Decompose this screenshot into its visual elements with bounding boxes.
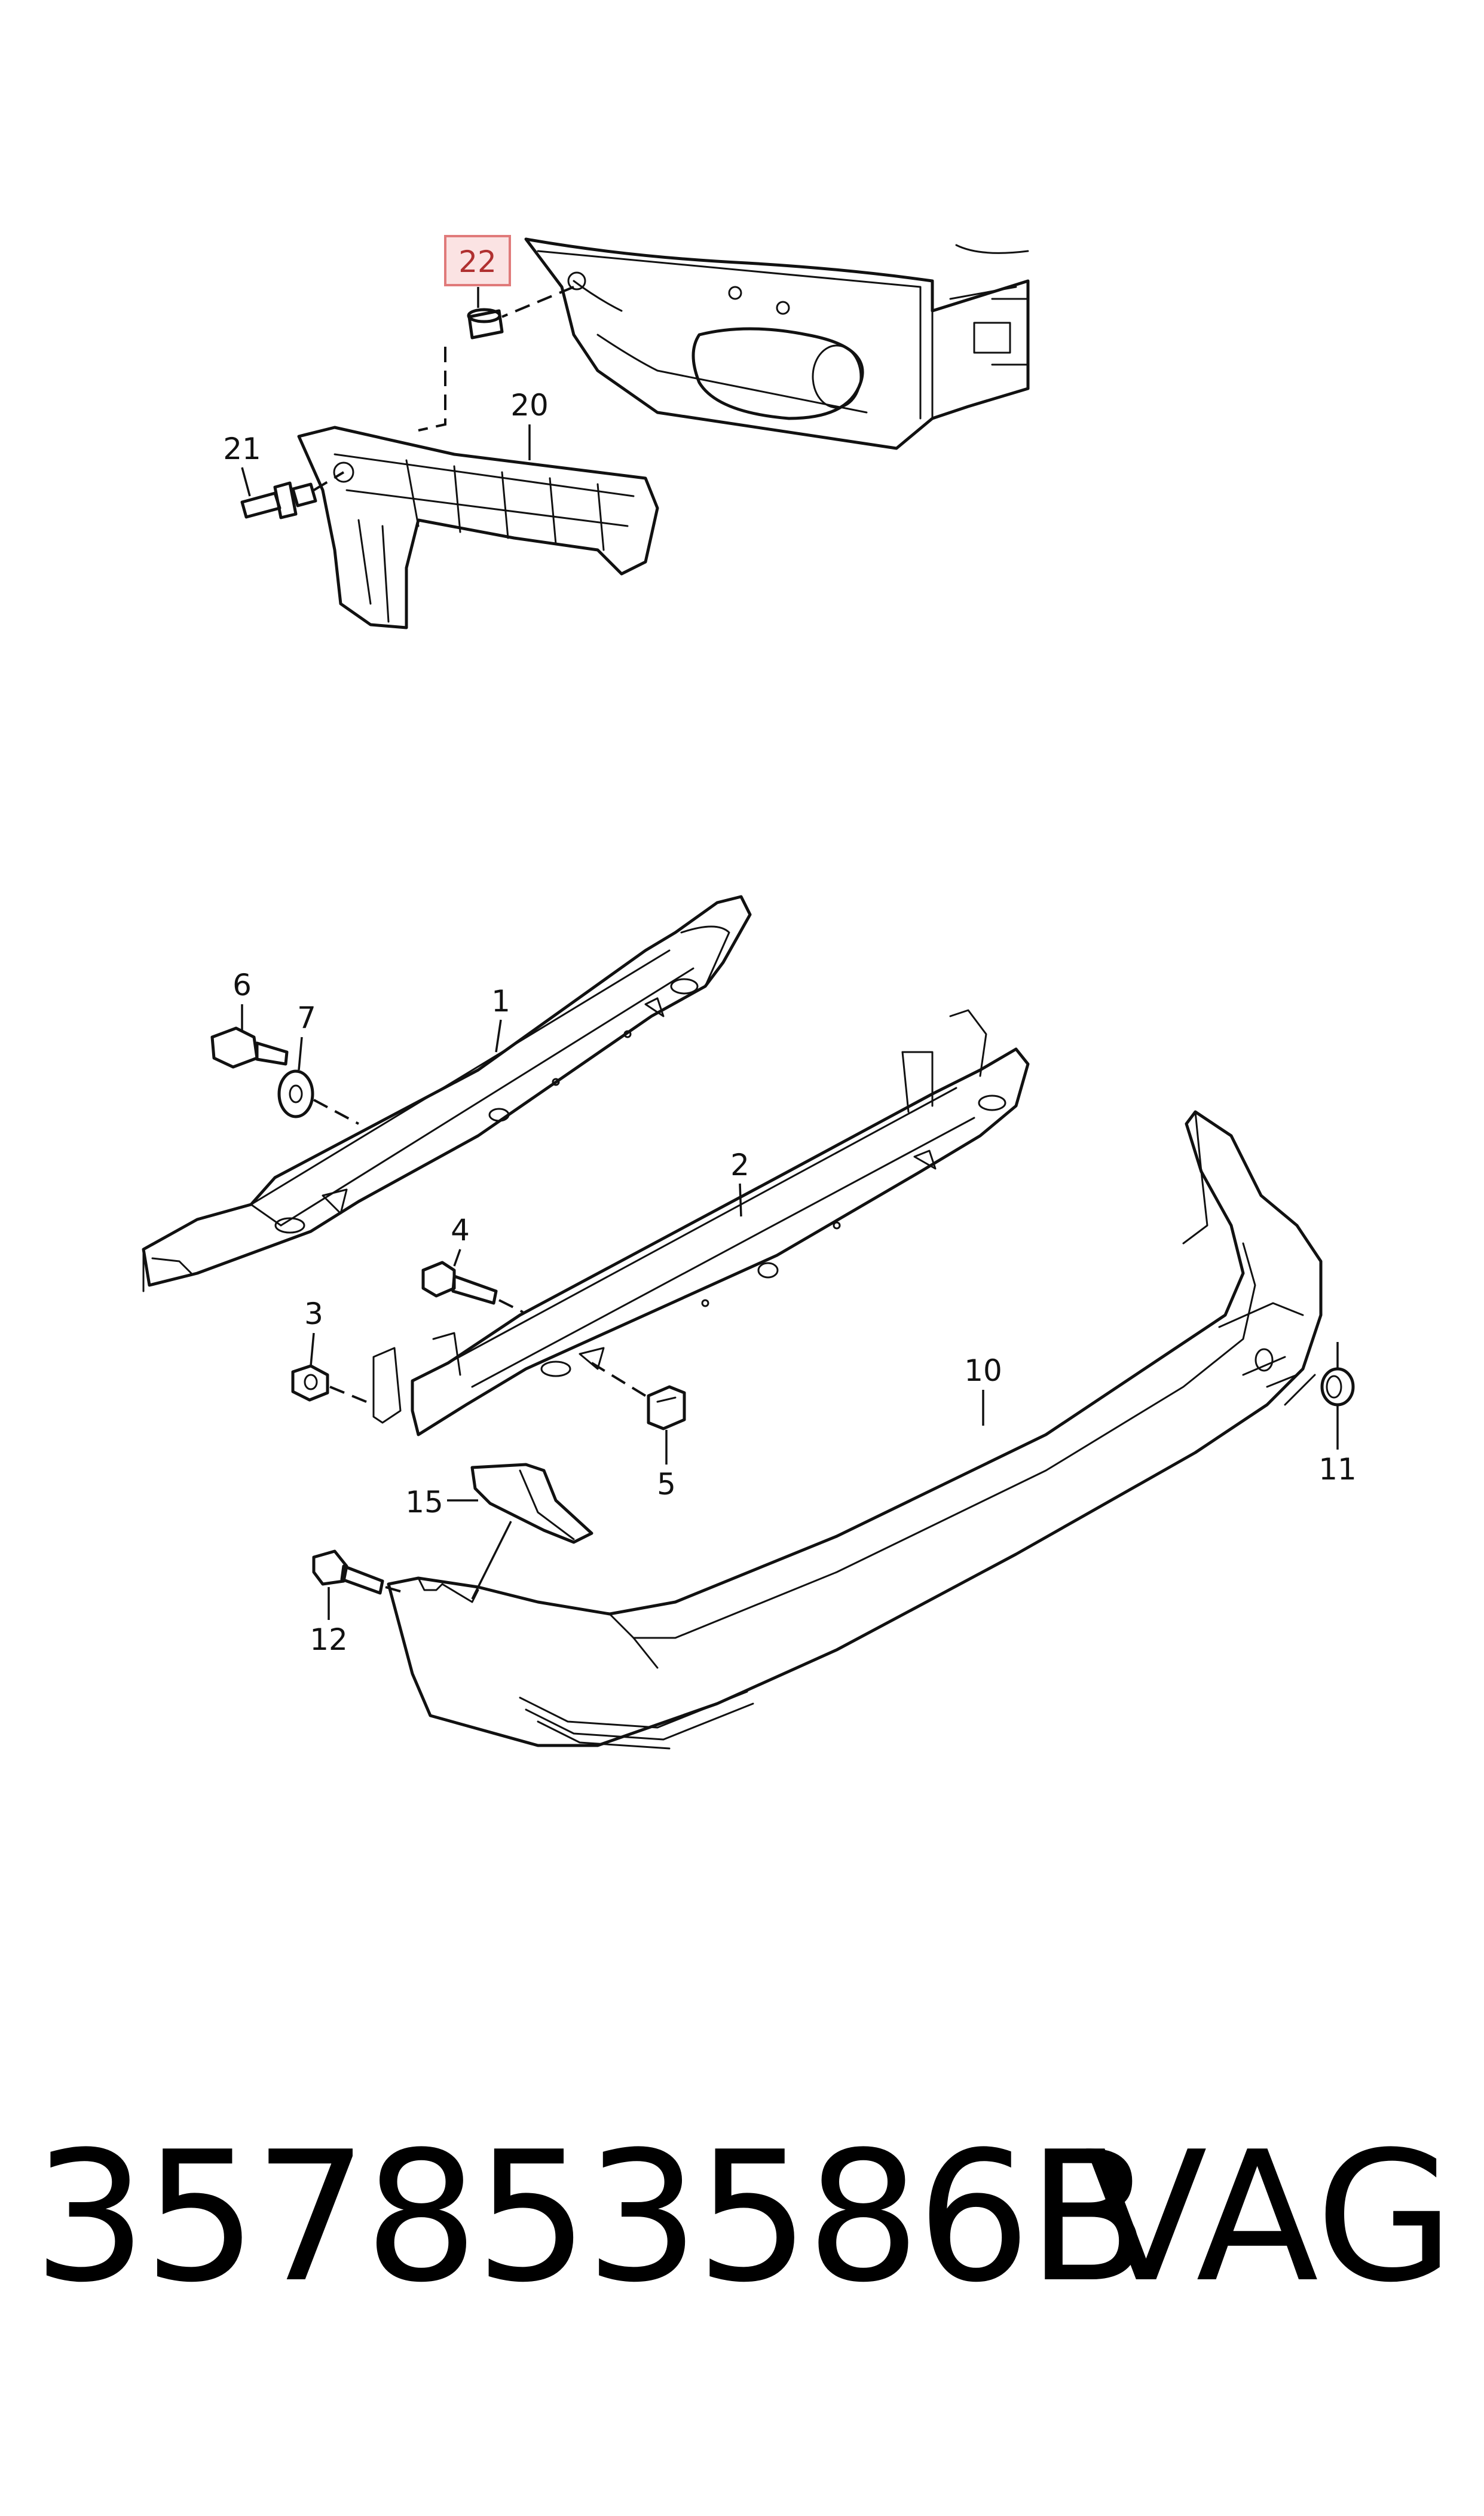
- assembly-line-3: [329, 1386, 374, 1406]
- callout-label-12: 12: [310, 1622, 348, 1657]
- leader-7: [298, 1037, 303, 1071]
- screw-12: [312, 1549, 384, 1595]
- clip-5: [647, 1385, 686, 1430]
- callout-label-22: 22: [458, 244, 497, 279]
- push-rivet-21: [240, 481, 317, 519]
- bumper-reinforcement-2: [372, 1009, 1030, 1436]
- part-number: 357853586B: [33, 2113, 1151, 2322]
- callout-label-10: 10: [964, 1353, 1002, 1388]
- callout-label-21: 21: [223, 432, 261, 466]
- clip-22: [467, 308, 504, 340]
- leader-3: [310, 1332, 315, 1366]
- washer-7: [277, 1069, 314, 1118]
- assembly-line-22b: [418, 347, 446, 432]
- leader-1: [495, 1019, 502, 1053]
- callout-label-6: 6: [232, 968, 252, 1002]
- callout-22[interactable]: 22: [444, 235, 511, 286]
- leader-15b: [471, 1521, 512, 1600]
- nut-3: [291, 1364, 329, 1402]
- bolt-6: [210, 1026, 289, 1069]
- callout-label-2: 2: [730, 1148, 749, 1182]
- bolt-4: [421, 1261, 498, 1305]
- assembly-line-21: [313, 471, 345, 491]
- callout-label-3: 3: [304, 1297, 323, 1331]
- assembly-line-4: [498, 1299, 524, 1313]
- assembly-line-12: [385, 1586, 407, 1594]
- brand-name: VAG: [1085, 2113, 1455, 2322]
- leader-21: [241, 467, 251, 497]
- assembly-line-22: [501, 286, 574, 318]
- callout-label-5: 5: [657, 1467, 676, 1502]
- bumper-reinforcement-1: [142, 895, 752, 1292]
- cap-11: [1320, 1367, 1355, 1407]
- callout-label-1: 1: [491, 984, 510, 1019]
- assembly-line-5: [590, 1362, 647, 1397]
- callout-label-4: 4: [451, 1213, 470, 1248]
- assembly-line-1: [313, 1099, 359, 1125]
- leader-2: [739, 1183, 742, 1217]
- callout-label-7: 7: [297, 1001, 316, 1035]
- rear-body-panel: [524, 237, 1030, 450]
- leader-4: [453, 1249, 461, 1267]
- trim-15: [470, 1463, 593, 1544]
- callout-label-20: 20: [510, 388, 549, 423]
- callout-label-11: 11: [1318, 1452, 1357, 1487]
- bumper-cover: [387, 1110, 1323, 1750]
- callout-label-15: 15: [405, 1485, 443, 1520]
- bumper-bracket: [297, 426, 659, 629]
